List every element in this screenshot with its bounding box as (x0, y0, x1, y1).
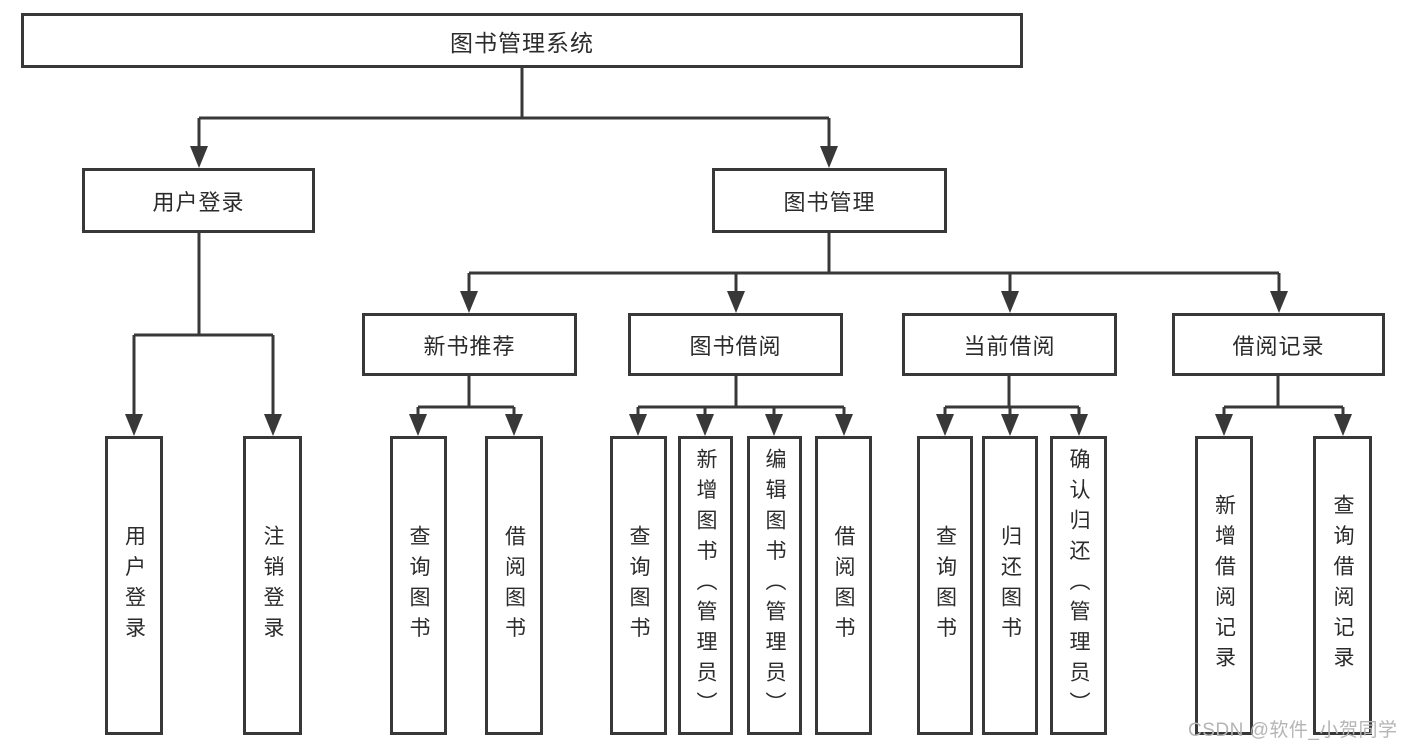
leaf-query-books-recommend-label: 查询图书 (407, 524, 430, 647)
arrowhead (1001, 291, 1019, 313)
arrowhead (835, 414, 853, 436)
arrowhead (820, 146, 838, 168)
arrowhead (460, 291, 478, 313)
leaf-query-books-borrow-label: 查询图书 (627, 524, 650, 647)
node-borrow-records-label: 借阅记录 (1232, 333, 1325, 359)
node-book-management-label: 图书管理 (783, 189, 876, 215)
arrowhead (505, 414, 523, 436)
arrowhead (1215, 414, 1233, 436)
node-borrow-records: 借阅记录 (1172, 313, 1385, 376)
arrowhead (264, 414, 282, 436)
leaf-logout: 注销登录 (243, 436, 302, 735)
leaf-borrow-books-label: 借阅图书 (832, 524, 855, 647)
leaf-return-books-label: 归还图书 (998, 524, 1022, 647)
leaf-query-books-current: 查询图书 (917, 436, 973, 735)
leaf-borrow-books-recommend-label: 借阅图书 (502, 524, 526, 647)
connector-current-borrow (943, 376, 1081, 418)
leaf-add-books-admin: 新增图书（管理员） (678, 436, 733, 735)
leaf-edit-books-admin: 编辑图书（管理员） (747, 436, 802, 735)
leaf-user-login-label: 用户登录 (122, 524, 146, 647)
arrowhead (727, 291, 745, 313)
node-current-borrow-label: 当前借阅 (963, 333, 1056, 359)
arrowhead (1270, 291, 1288, 313)
leaf-borrow-books-recommend: 借阅图书 (485, 436, 543, 735)
leaf-logout-label: 注销登录 (261, 524, 284, 647)
connector-book-management (467, 233, 1281, 293)
leaf-add-books-admin-label: 新增图书（管理员） (694, 448, 717, 723)
node-user-login-label: 用户登录 (152, 189, 245, 215)
arrowhead (765, 414, 783, 436)
leaf-user-login: 用户登录 (105, 436, 163, 735)
leaf-query-borrow-record: 查询借阅记录 (1313, 436, 1372, 735)
arrowheads (125, 146, 1352, 436)
connector-new-books (416, 376, 516, 418)
node-current-borrow: 当前借阅 (902, 313, 1117, 376)
leaf-edit-books-admin-label: 编辑图书（管理员） (763, 448, 786, 723)
arrowhead (125, 414, 143, 436)
leaf-query-books-borrow: 查询图书 (610, 436, 667, 735)
arrowhead (696, 414, 714, 436)
arrowhead (409, 414, 427, 436)
node-book-management: 图书管理 (712, 168, 947, 233)
arrowhead (190, 146, 208, 168)
connector-root (197, 68, 831, 150)
leaf-return-books: 归还图书 (982, 436, 1038, 735)
leaf-add-borrow-record-label: 新增借阅记录 (1212, 494, 1236, 677)
connector-book-borrow (636, 376, 846, 418)
node-new-book-recommend-label: 新书推荐 (423, 333, 516, 359)
arrowhead (1001, 414, 1019, 436)
node-user-login: 用户登录 (82, 168, 315, 233)
leaf-query-books-recommend: 查询图书 (390, 436, 447, 735)
node-book-borrow: 图书借阅 (628, 313, 843, 376)
connector-user-login (132, 233, 275, 416)
leaf-borrow-books: 借阅图书 (815, 436, 872, 735)
leaf-confirm-return-admin: 确认归还（管理员） (1050, 436, 1107, 735)
node-book-borrow-label: 图书借阅 (689, 333, 782, 359)
node-root-label: 图书管理系统 (450, 29, 594, 56)
node-root: 图书管理系统 (21, 13, 1023, 68)
leaf-query-borrow-record-label: 查询借阅记录 (1331, 494, 1354, 677)
connector-borrow-records (1222, 376, 1345, 418)
arrowhead (1070, 414, 1088, 436)
arrowhead (1334, 414, 1352, 436)
leaf-query-books-current-label: 查询图书 (933, 524, 957, 647)
leaf-confirm-return-admin-label: 确认归还（管理员） (1067, 448, 1090, 723)
arrowhead (936, 414, 954, 436)
csdn-watermark: CSDN @软件_小贺同学 (1188, 720, 1398, 741)
leaf-add-borrow-record: 新增借阅记录 (1195, 436, 1253, 735)
arrowhead (629, 414, 647, 436)
node-new-book-recommend: 新书推荐 (362, 313, 577, 376)
